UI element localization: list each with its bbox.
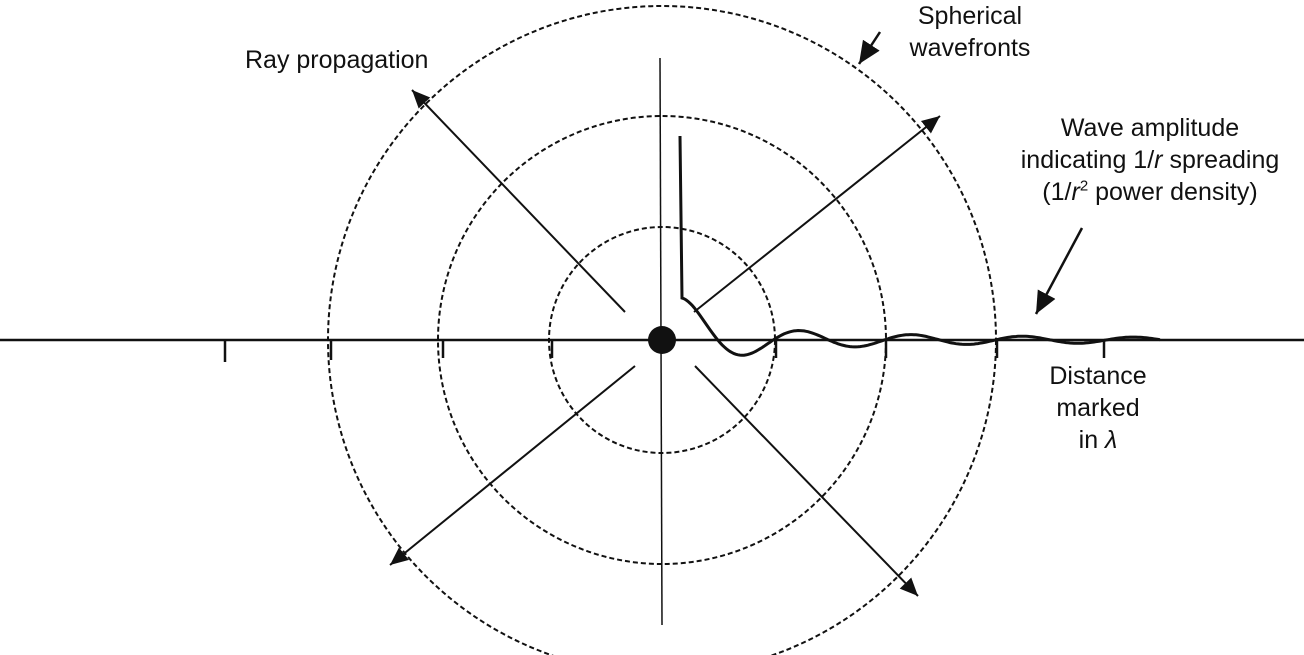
ray-arrow-upper-left [411, 89, 626, 313]
ray-arrow-upper-right [693, 115, 941, 313]
ray-arrow-lower-left [389, 365, 636, 566]
ray-arrow-lower-right [694, 365, 919, 597]
spherical-wavefronts-line1: Spherical [917, 2, 1023, 30]
distance-marked-line2: marked [1056, 394, 1140, 422]
point-source [648, 326, 676, 354]
distance-marked-label: Distance marked in λ [1030, 360, 1166, 456]
wavefronts-pointer-arrow [857, 31, 882, 65]
wave-amplitude-label: Wave amplitude indicating 1/r spreading … [990, 112, 1304, 208]
wave-amplitude-line1: Wave amplitude [1060, 114, 1240, 142]
distance-marked-line3: in λ [1078, 426, 1118, 454]
wave-amplitude-line3: (1/r2 power density) [1042, 177, 1258, 206]
spherical-wavefronts-label: Spherical wavefronts [880, 0, 1060, 64]
wave-amplitude-curve [678, 135, 1161, 357]
wave-amplitude-line2: indicating 1/r spreading [1020, 146, 1280, 174]
ray-propagation-label: Ray propagation [245, 46, 429, 74]
amplitude-pointer-arrow [1034, 227, 1084, 315]
distance-marked-line1: Distance [1049, 362, 1147, 390]
spherical-wavefronts-line2: wavefronts [909, 34, 1031, 62]
